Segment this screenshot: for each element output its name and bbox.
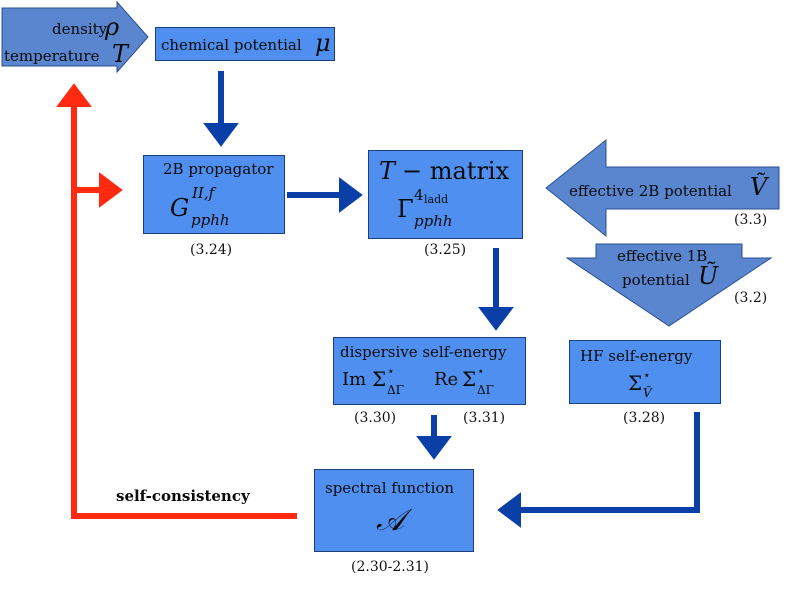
dispersive-re-subscript: ΔΓ bbox=[477, 383, 494, 397]
effective-2b-equation: (3.3) bbox=[734, 212, 768, 228]
propagator-symbol: G bbox=[170, 194, 190, 222]
t-matrix-box: T − matrix Γ 4 ladd pphh bbox=[368, 150, 523, 239]
effective-2b-shape bbox=[545, 138, 780, 238]
spectral-function-box: spectral function 𝒜 bbox=[314, 469, 474, 552]
dispersive-im-star: ⋆ bbox=[387, 364, 395, 378]
dispersive-im-subscript: ΔΓ bbox=[387, 383, 404, 397]
t-matrix-title-symbol: T bbox=[379, 157, 396, 185]
effective-1b-label-line1: effective 1B bbox=[617, 247, 708, 265]
effective-2b-label: effective 2B potential bbox=[569, 182, 732, 200]
self-consistency-loop-arrow bbox=[56, 83, 297, 519]
t-matrix-equation: (3.25) bbox=[424, 242, 467, 258]
t-matrix-subscript: pphh bbox=[414, 212, 453, 230]
hf-sigma: Σ bbox=[628, 371, 643, 395]
hf-subscript: Ṽ bbox=[643, 386, 652, 400]
t-matrix-title-rest: − matrix bbox=[402, 157, 510, 185]
dispersive-title: dispersive self-energy bbox=[340, 343, 507, 361]
chemical-potential-label: chemical potential bbox=[161, 36, 302, 54]
dispersive-re-star: ⋆ bbox=[477, 364, 485, 378]
effective-1b-label-line2: potential bbox=[622, 271, 690, 289]
spectral-equation: (2.30-2.31) bbox=[351, 559, 429, 575]
dispersive-self-energy-box: dispersive self-energy Im Σ ⋆ ΔΓ Re Σ ⋆ … bbox=[333, 337, 526, 405]
propagator-title: 2B propagator bbox=[163, 160, 274, 178]
density-symbol: ρ bbox=[105, 13, 120, 41]
arrow-hf-to-spectral bbox=[497, 412, 700, 528]
t-matrix-superscript: 4 bbox=[414, 186, 424, 204]
dispersive-im-prefix: Im bbox=[342, 369, 367, 390]
temperature-symbol: T bbox=[112, 40, 129, 68]
hf-star: ⋆ bbox=[643, 368, 651, 382]
temperature-label: temperature bbox=[4, 47, 100, 65]
effective-1b-equation: (3.2) bbox=[734, 290, 768, 306]
hf-title: HF self-energy bbox=[580, 347, 693, 365]
effective-1b-shape bbox=[565, 243, 773, 327]
hf-self-energy-box: HF self-energy Σ ⋆ Ṽ bbox=[569, 340, 721, 404]
dispersive-re-sigma: Σ bbox=[462, 367, 477, 391]
propagator-box: 2B propagator G II,f pphh bbox=[143, 155, 285, 234]
self-consistency-label: self-consistency bbox=[116, 487, 250, 505]
propagator-subscript: pphh bbox=[191, 211, 230, 229]
dispersive-re-equation: (3.31) bbox=[463, 410, 506, 426]
effective-1b-symbol: Ũ bbox=[698, 262, 719, 290]
propagator-equation: (3.24) bbox=[190, 242, 233, 258]
dispersive-re-prefix: Re bbox=[434, 369, 459, 390]
dispersive-im-sigma: Σ bbox=[372, 367, 387, 391]
propagator-superscript: II,f bbox=[192, 184, 215, 202]
density-temperature-shape bbox=[1, 0, 149, 74]
t-matrix-symbol: Γ bbox=[397, 195, 414, 223]
chemical-potential-symbol: μ bbox=[315, 29, 331, 57]
hf-equation: (3.28) bbox=[623, 410, 666, 426]
spectral-symbol: 𝒜 bbox=[376, 503, 405, 538]
t-matrix-superscript-sub: ladd bbox=[424, 193, 449, 206]
chemical-potential-box: chemical potential μ bbox=[155, 27, 335, 61]
density-label: density bbox=[52, 20, 108, 38]
dispersive-im-equation: (3.30) bbox=[354, 410, 397, 426]
spectral-title: spectral function bbox=[325, 479, 455, 497]
effective-2b-symbol: Ṽ bbox=[750, 173, 768, 201]
